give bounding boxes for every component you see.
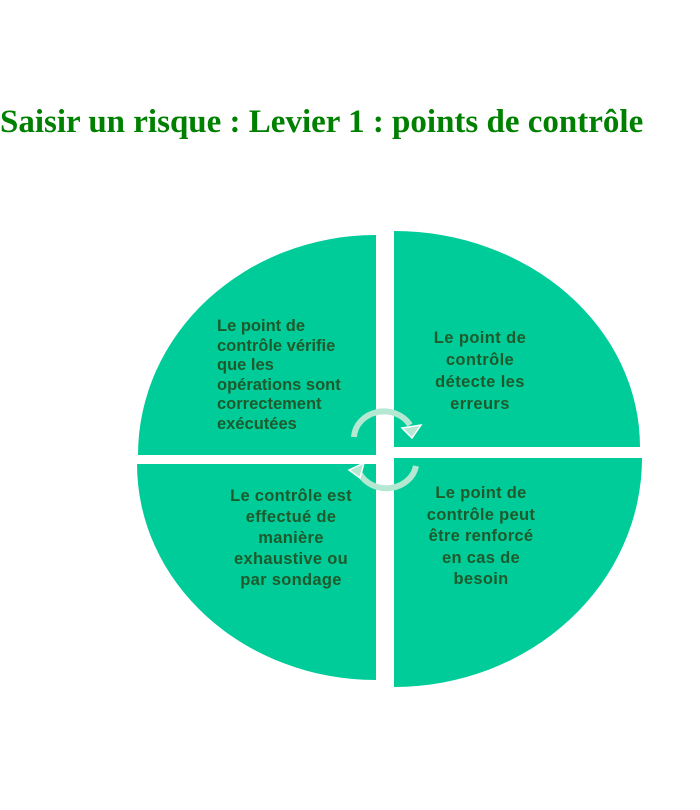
text-line: effectué de bbox=[245, 508, 337, 526]
text-line: opérations sont bbox=[217, 375, 341, 394]
text-line: Le point de bbox=[217, 317, 305, 335]
text-line: contrôle bbox=[445, 351, 515, 369]
text-line: erreurs bbox=[450, 395, 510, 413]
text-line: correctement bbox=[217, 395, 322, 413]
text-line: contrôle peut bbox=[426, 505, 536, 524]
segment-top-left bbox=[138, 235, 376, 455]
text-line: besoin bbox=[453, 570, 509, 588]
text-line: exhaustive ou bbox=[234, 550, 348, 568]
text-line: Le contrôle est bbox=[230, 487, 352, 505]
text-line: être renforcé bbox=[428, 527, 534, 545]
text-line: Le point de bbox=[435, 484, 527, 502]
segment-text-bottom-left: Le contrôle est effectué de manière exha… bbox=[206, 486, 376, 591]
cycle-arrows-icon bbox=[347, 408, 423, 492]
text-line: Le point de bbox=[433, 329, 527, 347]
segment-text-top-right: Le point de contrôle détecte les erreurs bbox=[400, 327, 560, 415]
segment-bottom-left bbox=[137, 464, 376, 680]
text-line: que les bbox=[217, 356, 274, 374]
text-line: en cas de bbox=[442, 548, 520, 567]
segment-text-top-left: Le point de contrôle vérifie que les opé… bbox=[217, 317, 377, 434]
segment-text-bottom-right: Le point de contrôle peut être renforcé … bbox=[400, 483, 562, 591]
text-line: détecte les bbox=[435, 373, 525, 391]
text-line: par sondage bbox=[240, 571, 342, 589]
text-line: manière bbox=[258, 529, 324, 547]
text-line: contrôle vérifie bbox=[217, 336, 336, 355]
page-title: Saisir un risque : Levier 1 : points de … bbox=[0, 104, 644, 140]
segment-top-right bbox=[394, 231, 640, 447]
text-line: exécutées bbox=[217, 414, 297, 433]
segment-bottom-right bbox=[394, 458, 642, 687]
